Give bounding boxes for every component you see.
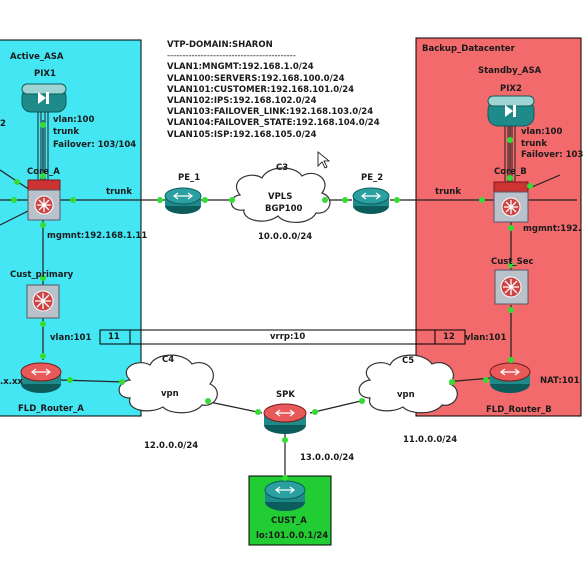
vpls-network-label: 10.0.0.0/24 (258, 232, 313, 242)
active-asa-title: Active_ASA (10, 52, 64, 62)
cloud-c5-name: C5 (402, 356, 415, 366)
net12-label: 12.0.0.0/24 (144, 441, 199, 451)
cloud-c5-text: vpn (397, 390, 415, 400)
cloud-c4-name: C4 (162, 355, 175, 365)
fld-router-b-icon[interactable] (489, 362, 531, 393)
failover-a-label: Failover: 103/104 (53, 140, 137, 150)
core-b-switch-icon[interactable] (493, 181, 529, 223)
cloud-c4-text: vpn (161, 389, 179, 399)
vlan101-a-label: vlan:101 (50, 333, 92, 343)
loopback-label: lo:101.0.0.1/24 (256, 531, 329, 541)
pix1-firewall-icon[interactable] (21, 83, 67, 113)
cloud-c5[interactable] (358, 354, 458, 414)
vlan-line: VLAN104:FAILOVER_STATE:192.168.104.0/24 (167, 118, 380, 129)
core-b-label: Core_B (494, 167, 527, 177)
cust-primary-label: Cust_primary (10, 270, 74, 280)
backup-datacenter-title: Backup_Datacenter (422, 44, 515, 54)
cloud-c3[interactable] (230, 167, 331, 223)
cust-a-router-icon[interactable] (264, 480, 306, 511)
vlan-line: VLAN103:FAILOVER_LINK:192.168.103.0/24 (167, 107, 374, 118)
standby-asa-label: Standby_ASA (478, 66, 542, 76)
pix2-firewall-icon[interactable] (487, 95, 535, 127)
vlan101-b-label: vlan:101 (465, 333, 507, 343)
failover-b-label: Failover: 103 (521, 150, 583, 160)
mouse-cursor-icon (317, 151, 331, 169)
pe1-label: PE_1 (178, 173, 201, 183)
vlan-line: VLAN100:SERVERS:192.168.100.0/24 (167, 73, 345, 84)
pe2-router-icon[interactable] (352, 187, 390, 214)
cloud-c4[interactable] (118, 354, 218, 414)
pe1-router-icon[interactable] (164, 187, 202, 214)
pix1-label: PIX1 (34, 69, 56, 79)
core-a-label: Core_A (27, 167, 60, 177)
cloud-c3-line1: VPLS (268, 192, 293, 202)
vlan100-b-label: vlan:100 (521, 127, 563, 137)
vlan-line: VLAN101:CUSTOMER:192.168.101.0/24 (167, 84, 355, 95)
vlan-line: VLAN1:MNGMT:192.168.1.0/24 (167, 62, 314, 73)
trunk-a-label: trunk (53, 127, 80, 137)
cust-sec-switch-icon[interactable] (494, 269, 529, 305)
pe2-label: PE_2 (361, 173, 384, 183)
active-asa-zone (0, 39, 142, 417)
nat-label: NAT:101 (540, 376, 580, 386)
spk-label: SPK (276, 390, 295, 400)
cust-primary-switch-icon[interactable] (26, 284, 60, 319)
vtp-info-block: VTP-DOMAIN:SHARON ----------------------… (167, 40, 380, 141)
vrrp-box (99, 329, 466, 345)
edge-label-2: 2 (0, 119, 6, 129)
cloud-c3-name: C3 (276, 163, 289, 173)
fld-a-ip-label: .x.xx (0, 377, 23, 387)
vlan100-a-label: vlan:100 (53, 115, 95, 125)
fld-router-a-icon[interactable] (20, 362, 62, 393)
port-dots (11, 122, 533, 481)
vrrp-label: vrrp:10 (270, 332, 306, 342)
core-a-switch-icon[interactable] (27, 179, 61, 221)
mgmt-a-label: mgmnt:192.168.1.11 (47, 231, 148, 241)
vrrp-right-label: 12 (443, 332, 455, 342)
net11-label: 11.0.0.0/24 (403, 435, 458, 445)
trunk-core-b-label: trunk (435, 187, 462, 197)
fld-router-b-label: FLD_Router_B (486, 405, 552, 415)
trunk-core-a-label: trunk (106, 187, 133, 197)
cust-a-label: CUST_A (271, 516, 307, 526)
trunk-b-label: trunk (521, 139, 548, 149)
spk-router-icon[interactable] (263, 403, 307, 434)
vlan-line: VLAN105:ISP:192.168.105.0/24 (167, 129, 317, 140)
cust-sec-label: Cust_Sec (491, 257, 534, 267)
vlan-line: VLAN102:IPS:192.168.102.0/24 (167, 96, 317, 107)
mgmt-b-label: mgmnt:192. (523, 224, 582, 234)
cloud-c3-line2: BGP100 (265, 204, 303, 214)
vtp-separator: ----------------------------------------… (167, 51, 296, 62)
pix2-label: PIX2 (500, 84, 522, 94)
vrrp-left-label: 11 (108, 332, 120, 342)
vtp-domain-title: VTP-DOMAIN:SHARON (167, 40, 273, 50)
fld-router-a-label: FLD_Router_A (18, 404, 84, 414)
net13-label: 13.0.0.0/24 (300, 453, 355, 463)
